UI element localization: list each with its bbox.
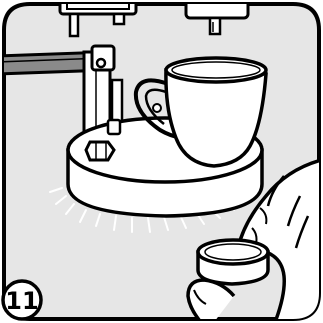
step-badge: 11 [3,281,41,319]
step-number: 11 [5,287,38,315]
capsule [198,240,268,284]
